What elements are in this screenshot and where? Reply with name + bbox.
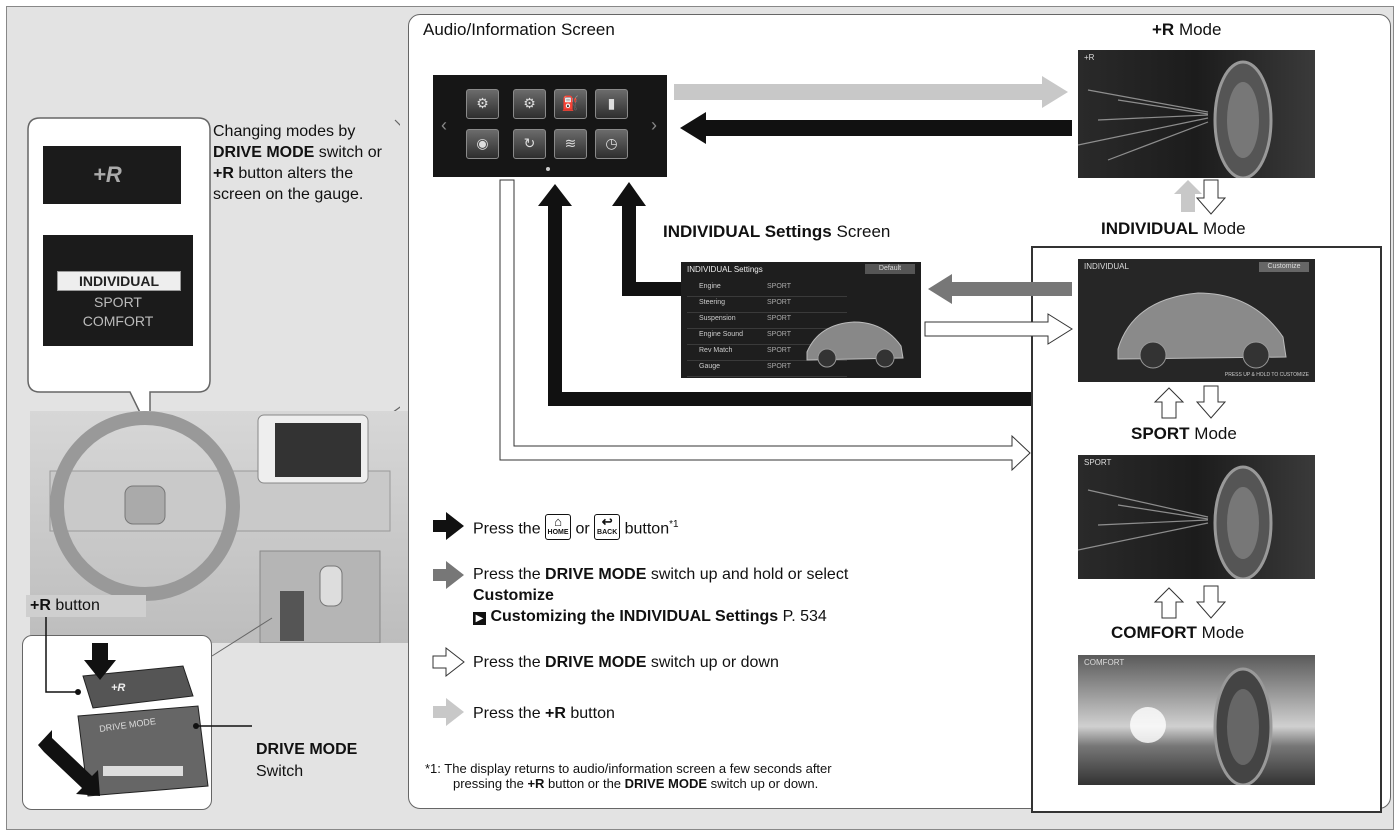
settings-row-name: Engine Sound: [699, 331, 743, 338]
sport-screen: SPORT: [1078, 455, 1315, 579]
home-icon: ⌂HOME: [545, 514, 572, 541]
sport-screen-label: SPORT: [1084, 458, 1112, 467]
settings-row-name: Engine: [699, 283, 721, 290]
gauge-mode-sport: SPORT: [94, 294, 142, 310]
fuel-pump-icon: ⛽: [554, 89, 587, 119]
chevron-right-icon: ›: [651, 115, 657, 135]
legend-light: Press the +R button: [473, 705, 615, 722]
sport-mode-title: SPORT Mode: [1131, 424, 1237, 443]
gauge-plus-r-logo: +R: [93, 162, 122, 187]
plus-r-button-label-bg: [26, 595, 146, 617]
customize-button[interactable]: Customize: [1259, 262, 1309, 272]
gauge-mode-comfort: COMFORT: [82, 313, 154, 329]
individual-mode-title: INDIVIDUAL Mode: [1101, 219, 1246, 238]
plus-r-button-label: +R button: [30, 597, 100, 614]
wifi-icon: ≋: [554, 129, 587, 159]
default-button[interactable]: Default: [865, 264, 915, 274]
gear-icon: ⚙: [466, 89, 499, 119]
plus-r-screen-label: +R: [1084, 53, 1095, 62]
legend-white: Press the DRIVE MODE switch up or down: [473, 654, 779, 671]
back-icon: ↩BACK: [594, 514, 621, 541]
plus-r-mode-title: +R Mode: [1152, 20, 1222, 39]
dashboard-drawing: [49, 411, 391, 643]
speed-lines-sport: [1078, 465, 1273, 579]
gauge-mode-screen: INDIVIDUAL SPORT COMFORT: [43, 235, 193, 346]
comfort-mode-title: COMFORT Mode: [1111, 623, 1245, 642]
refresh-icon: ↻: [513, 129, 546, 159]
clock-icon: ◷: [595, 129, 628, 159]
vehicle-settings-icon: ⚙: [513, 89, 546, 119]
drive-mode-switch-label-2: Switch: [256, 763, 304, 780]
settings-row-name: Steering: [699, 299, 726, 306]
chevron-left-icon: ‹: [441, 115, 447, 135]
settings-row-name: Suspension: [699, 315, 736, 322]
audio-screen-image: ‹ › ⚙ ⚙ ⛽ ▮ ◉ ↻ ≋ ◷: [433, 75, 667, 177]
customize-hint: PRESS UP & HOLD TO CUSTOMIZE: [1224, 372, 1309, 378]
console-closeup: +R DRIVE MODE: [22, 635, 212, 810]
comfort-screen: COMFORT: [1078, 655, 1315, 785]
usb-icon: ▮: [595, 89, 628, 119]
ref-arrow-icon: ▶: [473, 612, 486, 625]
sunset-road: [1130, 667, 1273, 785]
audio-screen-title: Audio/Information Screen: [423, 20, 615, 39]
individual-screen: INDIVIDUAL Customize PRESS UP & HOLD TO …: [1078, 259, 1315, 382]
gauge-plus-r-screen: +R: [43, 146, 181, 204]
dashboard-illustration: [30, 411, 408, 643]
closeup-plus-r-logo: +R: [111, 682, 126, 694]
individual-settings-title: INDIVIDUAL Settings Screen: [663, 222, 891, 241]
drive-mode-switch-label: DRIVE MODE: [256, 741, 358, 758]
page-dot: [546, 167, 550, 171]
settings-row-name: Rev Match: [699, 347, 733, 354]
legend-gray: Press the DRIVE MODE switch up and hold …: [473, 566, 849, 625]
radio-icon: ◉: [466, 129, 499, 159]
comfort-screen-label: COMFORT: [1084, 658, 1125, 667]
car-illustration: [806, 321, 904, 368]
speed-lines: [1078, 60, 1273, 178]
individual-screen-label: INDIVIDUAL: [1084, 262, 1129, 271]
gauge-mode-individual: INDIVIDUAL: [57, 271, 181, 291]
settings-row-name: Gauge: [699, 363, 721, 370]
car-illustration-individual: [1117, 292, 1287, 369]
settings-screen-title: INDIVIDUAL Settings: [687, 265, 763, 274]
gauge-callout-text: Changing modes by DRIVE MODE switch or +…: [213, 123, 382, 203]
plus-r-screen: +R: [1078, 50, 1315, 178]
footnote: *1: The display returns to audio/informa…: [425, 761, 832, 791]
settings-row-value: SPORT: [767, 363, 791, 370]
legend-black: Press the ⌂HOME or ↩BACK button*1: [473, 514, 679, 542]
